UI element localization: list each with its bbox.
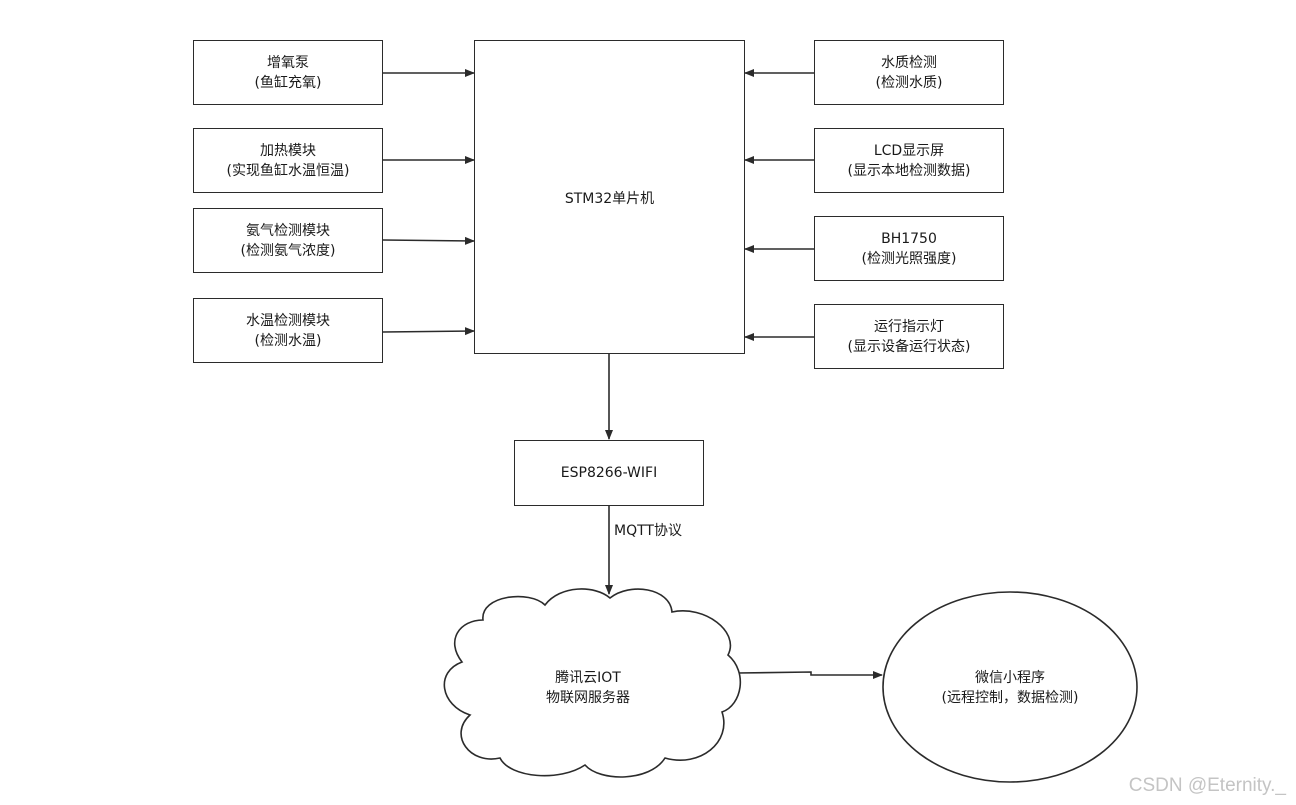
water-quality-title: 水质检测	[881, 54, 937, 71]
oxygen-pump-title: 增氧泵	[267, 54, 309, 71]
indicator-light-desc: (显示设备运行状态)	[847, 338, 971, 355]
bh1750-title: BH1750	[881, 230, 937, 247]
arrow-cloud-to-app	[736, 671, 883, 679]
water-temp-title: 水温检测模块	[246, 312, 330, 329]
indicator-light-box: 运行指示灯 (显示设备运行状态)	[814, 304, 1004, 369]
water-quality-desc: (检测水质)	[875, 74, 943, 91]
cloud-text: 腾讯云IOT 物联网服务器	[546, 668, 630, 708]
oxygen-pump-box: 增氧泵 (鱼缸充氧)	[193, 40, 383, 105]
wifi-box: ESP8266-WIFI	[514, 440, 704, 506]
heater-box: 加热模块 (实现鱼缸水温恒温)	[193, 128, 383, 193]
lcd-box: LCD显示屏 (显示本地检测数据)	[814, 128, 1004, 193]
lcd-title: LCD显示屏	[873, 142, 945, 159]
app-ellipse	[882, 591, 1138, 783]
cloud-title: 腾讯云IOT	[555, 670, 621, 686]
heater-desc: (实现鱼缸水温恒温)	[226, 162, 350, 179]
arrow-water-temp-to-mcu	[382, 327, 475, 336]
app-subtitle: (远程控制，数据检测)	[941, 690, 1079, 706]
oxygen-pump-desc: (鱼缸充氧)	[254, 74, 322, 91]
water-quality-box: 水质检测 (检测水质)	[814, 40, 1004, 105]
indicator-light-title: 运行指示灯	[874, 318, 944, 335]
cloud-subtitle: 物联网服务器	[546, 690, 630, 706]
watermark: CSDN @Eternity._	[1128, 775, 1286, 796]
cloud-shape	[443, 588, 742, 778]
wifi-label: ESP8266-WIFI	[560, 465, 658, 481]
water-temp-desc: (检测水温)	[254, 332, 322, 349]
water-temp-box: 水温检测模块 (检测水温)	[193, 298, 383, 363]
bh1750-desc: (检测光照强度)	[861, 250, 957, 267]
bh1750-box: BH1750 (检测光照强度)	[814, 216, 1004, 281]
arrow-ammonia-to-mcu	[382, 236, 475, 245]
protocol-label: MQTT协议	[614, 523, 682, 539]
app-text: 微信小程序 (远程控制，数据检测)	[942, 668, 1079, 708]
heater-title: 加热模块	[260, 142, 316, 159]
mcu-label: STM32单片机	[564, 190, 655, 207]
ammonia-sensor-desc: (检测氨气浓度)	[240, 242, 336, 259]
ammonia-sensor-box: 氨气检测模块 (检测氨气浓度)	[193, 208, 383, 273]
app-title: 微信小程序	[975, 670, 1045, 686]
ammonia-sensor-title: 氨气检测模块	[246, 222, 330, 239]
mcu-box: STM32单片机	[474, 40, 745, 354]
lcd-desc: (显示本地检测数据)	[847, 162, 971, 179]
